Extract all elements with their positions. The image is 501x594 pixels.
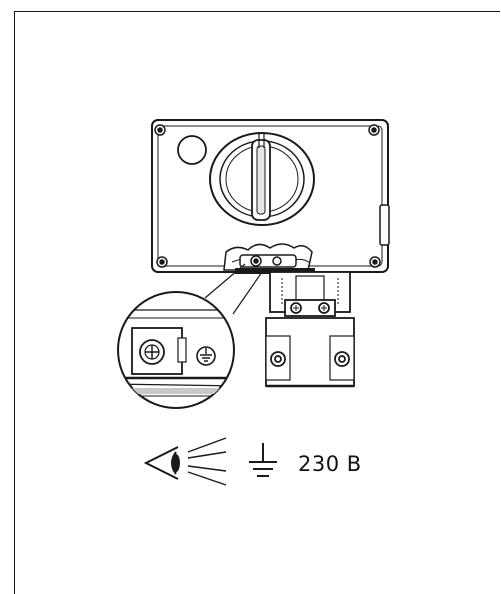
figure-frame (14, 11, 500, 594)
zoom-leader-lines (204, 263, 263, 315)
terminal-block (269, 271, 351, 317)
screw-icon (369, 256, 381, 268)
eye-icon (143, 437, 227, 486)
screw-icon (156, 256, 168, 268)
screw-icon (154, 124, 166, 136)
manual-override-knob (209, 132, 315, 226)
cutaway-section (223, 243, 315, 274)
indicator-window (177, 135, 207, 165)
gland-bracket (265, 317, 355, 388)
earth-terminal-icon (196, 346, 216, 366)
screw-icon (368, 124, 380, 136)
ground-symbol-icon (249, 443, 277, 477)
corner-screws (154, 124, 381, 268)
voltage-label: 230 B (298, 452, 362, 476)
magnified-detail (117, 291, 235, 409)
